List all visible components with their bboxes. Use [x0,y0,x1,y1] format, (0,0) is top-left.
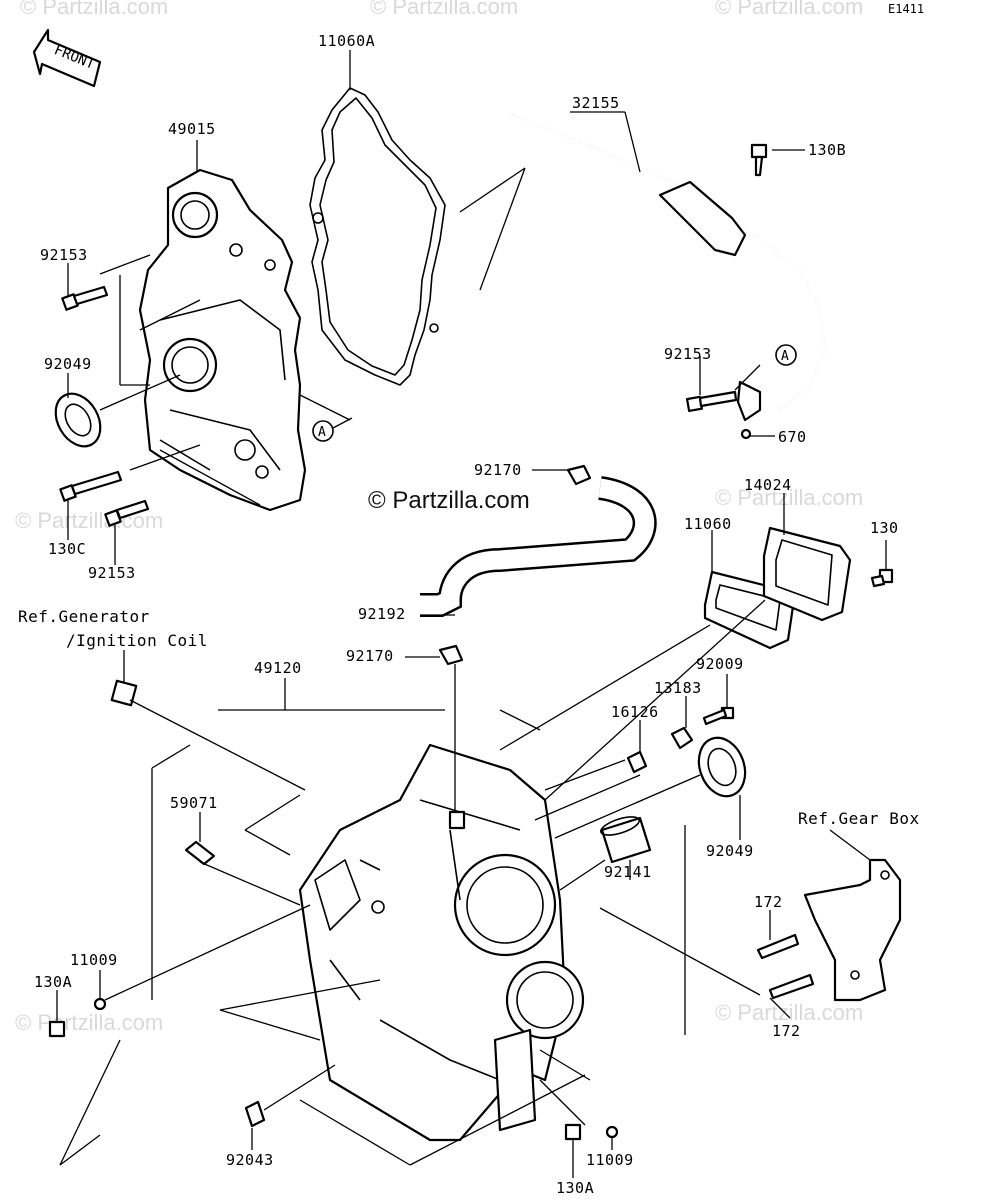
part-label: 11009 [70,951,118,969]
dowel-92043 [244,1100,266,1128]
watermark: © Partzilla.com [715,0,864,19]
bolt-130 [870,568,894,588]
stud-172-upper [756,933,800,960]
stud-172-lower [768,973,815,1000]
part-label: 172 [754,893,783,911]
clip-92170-lower [438,644,464,666]
gearbox-bracket [803,858,902,1002]
cover-14024 [762,526,852,622]
part-label: 92043 [226,1151,274,1169]
watermark: © Partzilla.com [15,1010,164,1035]
bolt-92009 [702,706,735,726]
part-label: 92192 [358,605,406,623]
part-label: 11060 [684,515,732,533]
part-label: 11060A [318,32,376,50]
copyright-text: © Partzilla.com [368,487,530,514]
pin-13183 [670,726,694,750]
front-arrow-icon: FRONT [32,28,102,88]
part-label: 130A [556,1179,595,1197]
crankcase-49120 [298,743,585,1142]
part-label: 92170 [474,461,522,479]
ref-ignition-label: /Ignition Coil [66,631,208,650]
part-label: 92170 [346,647,394,665]
bolt-130a-bottom [564,1123,582,1141]
part-label: 11009 [586,1151,634,1169]
watermark: © Partzilla.com [20,0,169,19]
part-label: 130A [34,973,73,991]
part-label: 92049 [44,355,92,373]
watermark: © Partzilla.com [715,1000,864,1025]
bolt-92153-right [685,390,738,413]
washer-11009-left [93,997,107,1011]
clamp-670 [740,428,752,440]
part-label: 49015 [168,120,216,138]
svg-text:A: A [318,425,326,440]
hose-92192 [420,476,657,617]
callout-a-left: A [312,417,353,442]
part-label: 92153 [88,564,136,582]
ref-gearbox-label: Ref.Gear Box [798,809,920,828]
ignition-part [110,679,138,707]
front-cover-49015 [138,168,307,512]
part-label: 130C [48,540,87,558]
part-label: 14024 [744,476,792,494]
leader-lines [56,50,887,1178]
ref-generator-label: Ref.Generator [18,607,150,626]
tube-32155 [511,114,827,422]
bolt-130c [59,470,123,502]
oil-seal-92049-lower [697,736,747,798]
watermark: © Partzilla.com [370,0,519,19]
dowel-16126 [626,750,648,774]
part-label: 13183 [654,679,702,697]
part-label: 49120 [254,659,302,677]
svg-text:A: A [781,349,789,364]
part-label: 92153 [664,345,712,363]
bolt-130a-left [48,1020,66,1038]
part-label: 59071 [170,794,218,812]
gasket-11060a [309,87,446,386]
part-label: 670 [778,428,807,446]
watermark: © Partzilla.com [715,485,864,510]
part-label: 16126 [611,703,659,721]
part-label: 92141 [604,863,652,881]
bolt-130b [750,143,768,177]
stud-59071 [184,840,216,866]
bolt-92153-upper [61,285,109,311]
bolt-92153-lower [104,499,150,527]
part-label: 92153 [40,246,88,264]
clip-92170-upper [566,464,592,486]
part-label: 172 [772,1022,801,1040]
oil-seal-92049-upper [54,392,102,448]
part-label: 92049 [706,842,754,860]
part-label: 32155 [572,94,620,112]
part-label: 92009 [696,655,744,673]
diagram-code: E1411 [888,2,925,16]
callout-a-right: A [775,344,797,366]
part-label: 130 [870,519,899,537]
bearing-92141 [600,816,652,864]
washer-11009-bottom [605,1125,619,1139]
part-label: 130B [808,141,847,159]
